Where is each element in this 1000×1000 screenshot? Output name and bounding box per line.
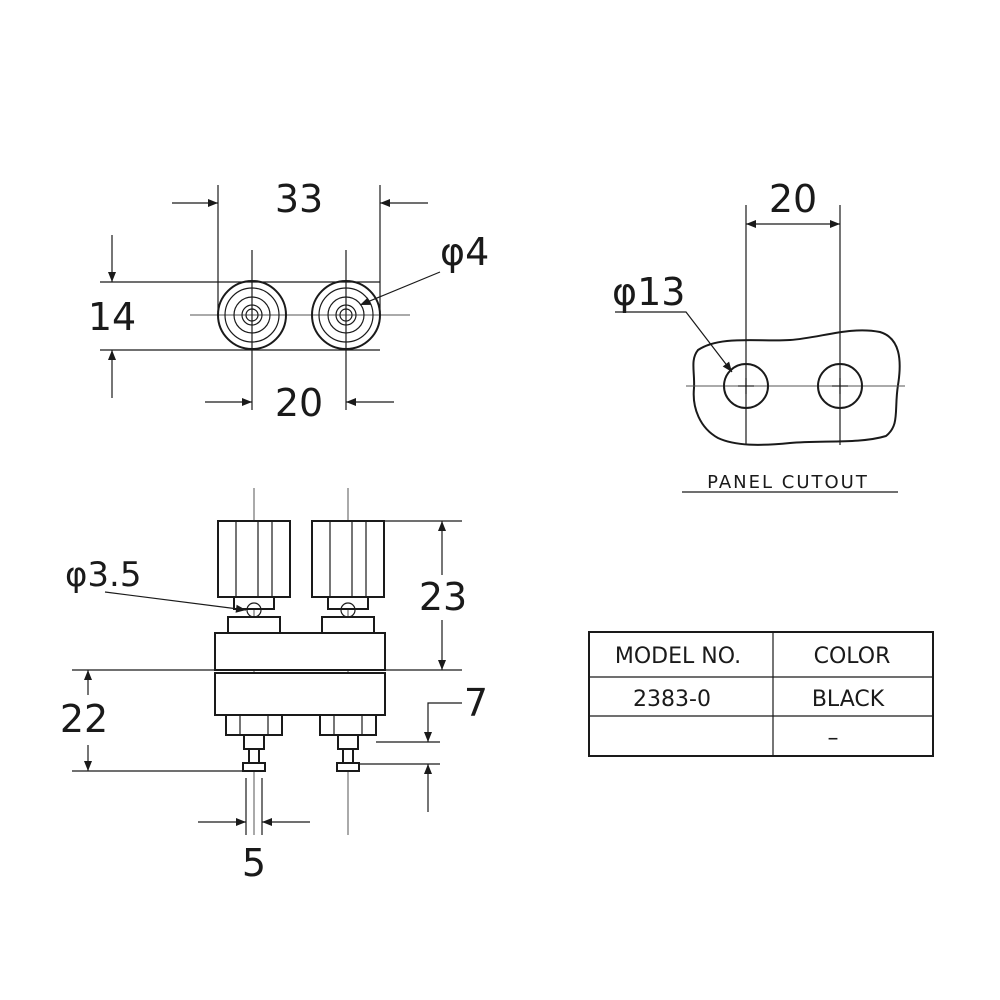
table-cell-dash: –	[828, 726, 839, 751]
spec-table: MODEL NO. COLOR 2383-0 BLACK –	[588, 631, 934, 757]
table-cell-color: BLACK	[812, 687, 885, 712]
cutout-hole-right	[817, 363, 863, 409]
table-cell-model: 2383-0	[633, 687, 711, 712]
table-header-color: COLOR	[814, 644, 891, 669]
dim-height-14: 14	[88, 295, 136, 339]
dim-pin-length-7: 7	[464, 681, 488, 725]
dim-cutout-hole-phi13: φ13	[612, 270, 685, 314]
side-view: 23 22 7 5 φ3.5	[60, 488, 488, 885]
dim-pin-spacing-5: 5	[242, 841, 266, 885]
dim-pitch-20: 20	[275, 381, 323, 425]
terminal-cap-left	[217, 520, 291, 634]
terminal-base	[214, 632, 386, 716]
solder-pin-right	[319, 714, 377, 772]
terminal-top-right	[311, 280, 381, 350]
dim-cap-height-23: 23	[419, 575, 467, 619]
dim-pin-phi3-5: φ3.5	[65, 555, 142, 595]
dim-width-33: 33	[275, 177, 323, 221]
table-header-model: MODEL NO.	[615, 644, 741, 669]
dim-cutout-pitch-20: 20	[769, 177, 817, 221]
panel-cutout-label: PANEL CUTOUT	[707, 472, 869, 493]
terminal-cap-right	[311, 520, 385, 634]
cutout-hole-left	[723, 363, 769, 409]
panel-cutout: 20 φ13 PANEL CUTOUT	[612, 177, 905, 493]
top-view: 33 14 20 φ4	[88, 177, 489, 425]
solder-pin-left	[225, 714, 283, 772]
dim-body-height-22: 22	[60, 697, 108, 741]
terminal-top-left	[217, 280, 287, 350]
dim-hole-phi4: φ4	[440, 230, 489, 274]
